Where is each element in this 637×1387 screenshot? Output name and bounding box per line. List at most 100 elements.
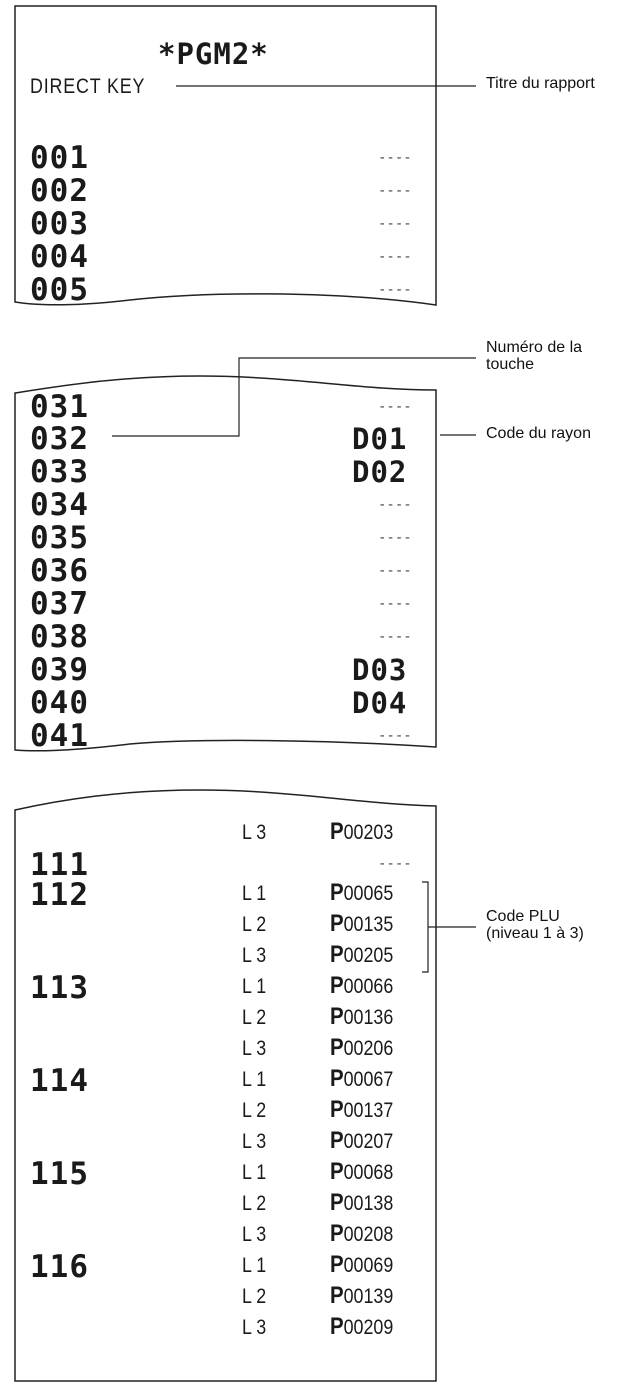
key-number: 111 <box>30 847 89 883</box>
key-number: 032 <box>30 421 89 457</box>
plu-code: P00209 <box>330 1315 393 1339</box>
plu-level: L 3 <box>242 1130 267 1153</box>
report-title: DIRECT KEY <box>30 75 146 98</box>
plu-prefix: P <box>330 818 344 845</box>
key-number: 115 <box>30 1156 89 1192</box>
key-number: 005 <box>30 272 89 308</box>
plu-prefix: P <box>330 1127 344 1154</box>
plu-level: L 2 <box>242 1006 267 1029</box>
key-number: 112 <box>30 877 89 913</box>
key-number: 041 <box>30 718 89 754</box>
callout-report-title: Titre du rapport <box>486 75 595 92</box>
key-number: 004 <box>30 239 89 275</box>
plu-level: L 2 <box>242 1192 267 1215</box>
key-number: 039 <box>30 652 89 688</box>
plu-level: L 3 <box>242 1223 267 1246</box>
plu-prefix: P <box>330 1189 344 1216</box>
callout-dept-code: Code du rayon <box>486 425 591 442</box>
plu-level: L 3 <box>242 821 267 844</box>
callout-key-number: Numéro de la touche <box>486 339 583 373</box>
plu-level: L 1 <box>242 975 267 998</box>
plu-number: 00135 <box>343 913 394 936</box>
key-value: ---- <box>378 150 412 166</box>
plu-prefix: P <box>330 972 344 999</box>
plu-prefix: P <box>330 879 344 906</box>
plu-number: 00207 <box>343 1130 394 1153</box>
plu-code: P00138 <box>330 1191 393 1215</box>
key-number: 034 <box>30 487 89 523</box>
key-number: 113 <box>30 970 89 1006</box>
paper-strip-2 <box>14 375 437 752</box>
plu-prefix: P <box>330 1034 344 1061</box>
paper-strip-3 <box>14 789 437 1382</box>
key-number: 035 <box>30 520 89 556</box>
plu-code: P00208 <box>330 1222 393 1246</box>
key-number: 036 <box>30 553 89 589</box>
plu-code: P00135 <box>330 912 393 936</box>
plu-prefix: P <box>330 1282 344 1309</box>
key-number: 116 <box>30 1249 89 1285</box>
plu-number: 00139 <box>343 1285 394 1308</box>
plu-prefix: P <box>330 1096 344 1123</box>
key-value: ---- <box>378 596 412 612</box>
key-value: ---- <box>378 629 412 645</box>
plu-level: L 2 <box>242 913 267 936</box>
plu-level: L 1 <box>242 882 267 905</box>
plu-prefix: P <box>330 941 344 968</box>
plu-number: 00065 <box>343 882 394 905</box>
key-value: ---- <box>378 183 412 199</box>
plu-code: P00139 <box>330 1284 393 1308</box>
plu-number: 00069 <box>343 1254 394 1277</box>
plu-code: P00065 <box>330 881 393 905</box>
plu-prefix: P <box>330 910 344 937</box>
paper-strip-1 <box>14 5 437 306</box>
key-number: 038 <box>30 619 89 655</box>
plu-prefix: P <box>330 1158 344 1185</box>
plu-level: L 3 <box>242 1037 267 1060</box>
plu-number: 00136 <box>343 1006 394 1029</box>
plu-number: 00209 <box>343 1316 394 1339</box>
key-number: 002 <box>30 173 89 209</box>
dept-code: D04 <box>352 686 408 720</box>
key-number: 001 <box>30 140 89 176</box>
plu-number: 00137 <box>343 1099 394 1122</box>
plu-code: P00203 <box>330 820 393 844</box>
dept-code: D01 <box>352 422 408 456</box>
plu-level: L 2 <box>242 1285 267 1308</box>
plu-number: 00203 <box>343 821 394 844</box>
plu-number: 00138 <box>343 1192 394 1215</box>
plu-prefix: P <box>330 1220 344 1247</box>
plu-code: P00136 <box>330 1005 393 1029</box>
key-number: 037 <box>30 586 89 622</box>
plu-level: L 1 <box>242 1254 267 1277</box>
key-number: 003 <box>30 206 89 242</box>
plu-number: 00068 <box>343 1161 394 1184</box>
plu-level: L 3 <box>242 944 267 967</box>
plu-prefix: P <box>330 1065 344 1092</box>
plu-number: 00208 <box>343 1223 394 1246</box>
key-number: 040 <box>30 685 89 721</box>
plu-level: L 1 <box>242 1161 267 1184</box>
callout-plu-code: Code PLU (niveau 1 à 3) <box>486 908 584 942</box>
plu-number: 00206 <box>343 1037 394 1060</box>
plu-code: P00137 <box>330 1098 393 1122</box>
plu-code: P00068 <box>330 1160 393 1184</box>
plu-number: 00205 <box>343 944 394 967</box>
key-number: 033 <box>30 454 89 490</box>
key-value: ---- <box>378 856 412 872</box>
dept-code: D03 <box>352 653 408 687</box>
report-header: *PGM2* <box>158 37 269 71</box>
plu-code: P00207 <box>330 1129 393 1153</box>
plu-level: L 2 <box>242 1099 267 1122</box>
plu-level: L 1 <box>242 1068 267 1091</box>
key-number: 114 <box>30 1063 89 1099</box>
key-value: ---- <box>378 399 412 415</box>
plu-code: P00205 <box>330 943 393 967</box>
plu-bracket <box>422 881 429 973</box>
plu-prefix: P <box>330 1251 344 1278</box>
plu-number: 00067 <box>343 1068 394 1091</box>
key-value: ---- <box>378 728 412 744</box>
key-value: ---- <box>378 249 412 265</box>
key-number: 031 <box>30 389 89 425</box>
